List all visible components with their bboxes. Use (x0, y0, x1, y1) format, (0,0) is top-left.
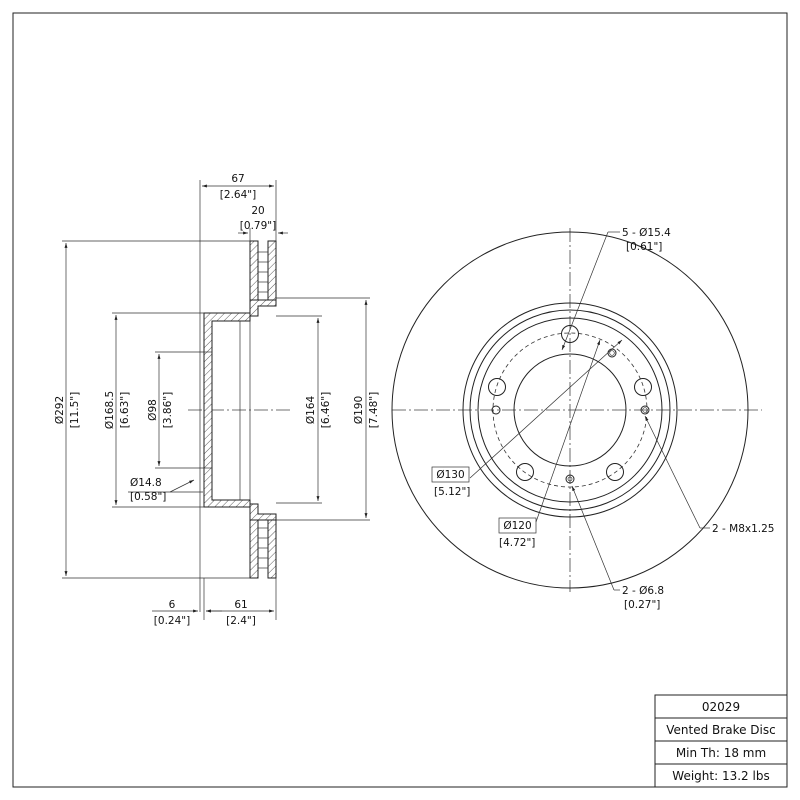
dim-disc-thickness-in: [0.79"] (240, 220, 276, 232)
callout-pilot-circle-mm: Ø120 (503, 520, 531, 532)
dim-hat-diameter-mm: Ø168.5 (104, 391, 116, 429)
callout-pilot-circle-in: [4.72"] (499, 537, 535, 549)
small-hole-1 (565, 474, 575, 484)
dim-overall-height-mm: 67 (231, 173, 244, 185)
dim-outer-diameter-mm: Ø292 (54, 396, 66, 424)
dim-hat-thickness-in: [0.24"] (154, 615, 190, 627)
hat-face-ring (477, 317, 663, 503)
dim-outer-diameter-in: [11.5"] (69, 392, 81, 428)
dim-friction-inner-mm: Ø190 (353, 396, 365, 424)
hat-shoulder-lower (249, 503, 277, 521)
front-view (391, 228, 762, 592)
side-section-view (62, 180, 370, 620)
drawing-frame (12, 12, 788, 788)
dim-hole-diameter-in: [0.58"] (130, 491, 166, 503)
hat-shoulder-upper (249, 299, 277, 317)
hat-inner-ring (469, 309, 671, 511)
callout-small-holes-in: [0.27"] (624, 599, 660, 611)
rotor-inner-plate-upper (267, 240, 277, 301)
dim-hat-depth-in: [2.4"] (226, 615, 256, 627)
dim-center-bore-mm: Ø98 (147, 399, 159, 421)
part-weight: Weight: 13.2 lbs (672, 769, 769, 783)
callout-threaded-holes: 2 - M8x1.25 (712, 523, 774, 535)
dim-friction-inner-in: [7.48"] (368, 392, 380, 428)
dim-overall-height-in: [2.64"] (220, 189, 256, 201)
part-number: 02029 (702, 700, 740, 714)
dim-hat-depth-mm: 61 (234, 599, 247, 611)
callout-pilot-circle-box (498, 517, 537, 534)
disc-outer-edge (391, 231, 749, 589)
dim-hole-diameter-mm: Ø14.8 (130, 477, 162, 489)
hat-outer-ring (462, 302, 678, 518)
bolt-hole-2 (634, 378, 652, 396)
rotor-outer-plate-upper (249, 240, 259, 301)
dim-inner-diameter-in: [6.46"] (320, 392, 332, 428)
dim-disc-thickness-mm: 20 (251, 205, 264, 217)
callout-bolt-circle-mm: Ø130 (436, 469, 464, 481)
center-bore (513, 353, 627, 467)
threaded-hole-1 (607, 348, 617, 358)
dim-hat-thickness-mm: 6 (169, 599, 176, 611)
rotor-inner-plate-lower (267, 519, 277, 579)
callout-bolt-circle-box (431, 466, 470, 483)
bolt-hole-5 (488, 378, 506, 396)
bolt-hole-3 (606, 463, 624, 481)
callout-bolt-holes-in: [0.61"] (626, 241, 662, 253)
small-hole-2 (491, 405, 501, 415)
callout-small-holes-mm: 2 - Ø6.8 (622, 585, 664, 597)
threaded-hole-2 (640, 405, 650, 415)
min-thickness: Min Th: 18 mm (676, 746, 766, 760)
bolt-hole-1 (561, 325, 579, 343)
bolt-hole-4 (516, 463, 534, 481)
part-description: Vented Brake Disc (666, 723, 775, 737)
rotor-outer-plate-lower (249, 519, 259, 579)
callout-bolt-holes-mm: 5 - Ø15.4 (622, 227, 671, 239)
title-block (654, 694, 788, 788)
dim-center-bore-in: [3.86"] (162, 392, 174, 428)
dim-hat-diameter-in: [6.63"] (119, 392, 131, 428)
dim-inner-diameter-mm: Ø164 (305, 396, 317, 425)
callout-bolt-circle-in: [5.12"] (434, 486, 470, 498)
